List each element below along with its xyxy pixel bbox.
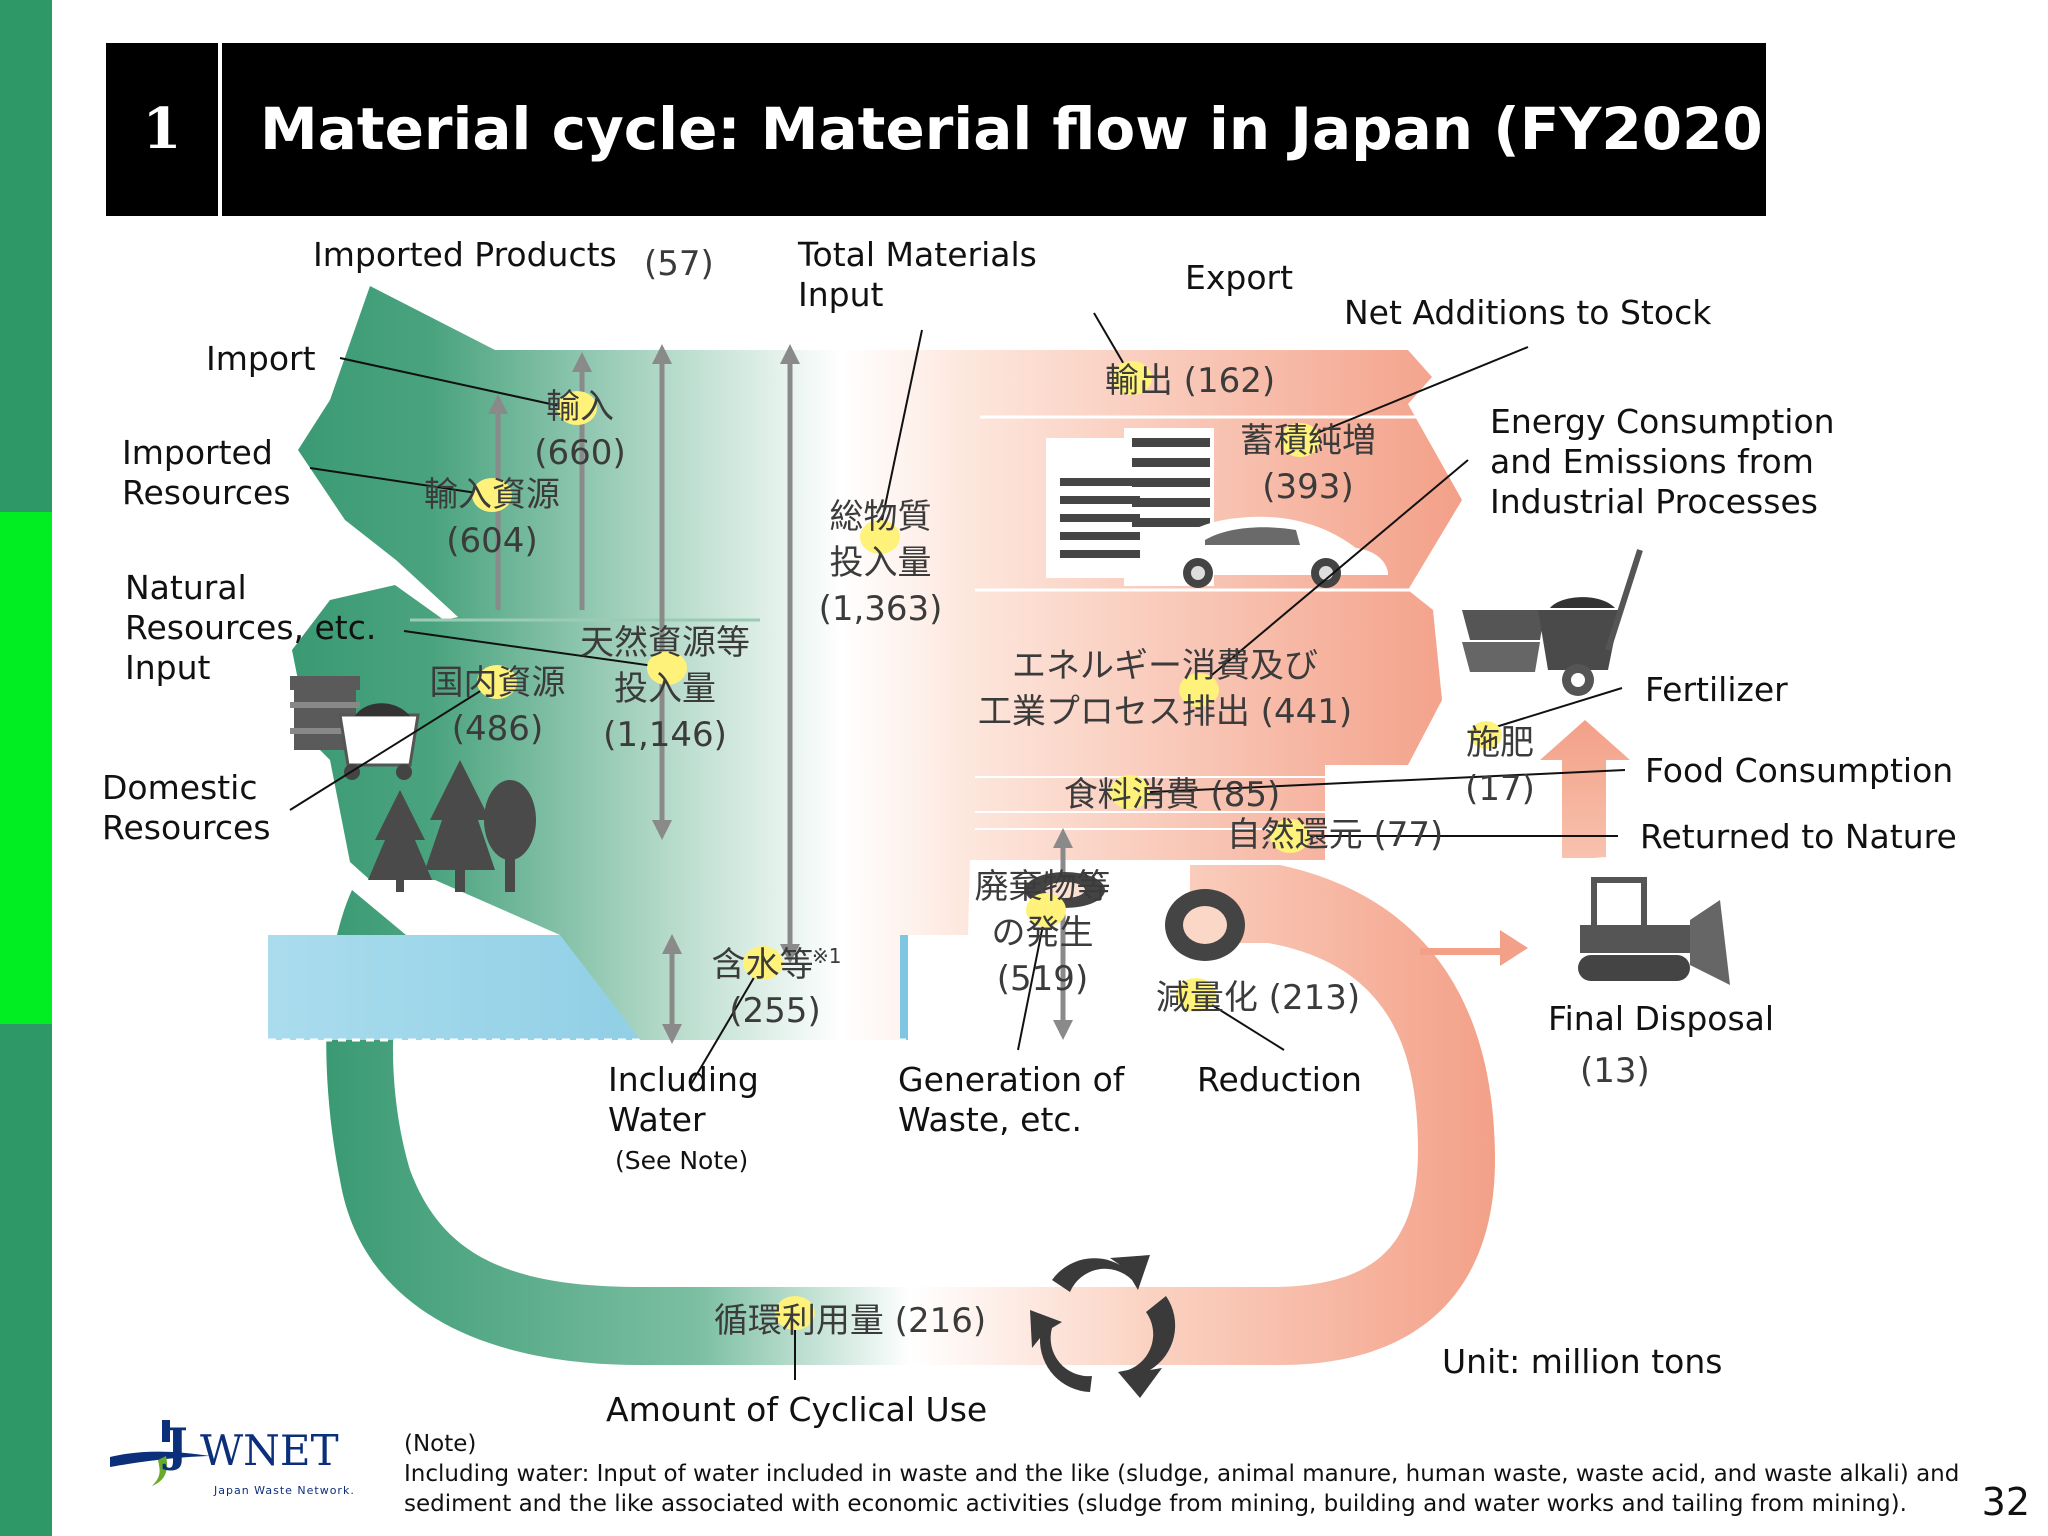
label-food-consumption: Food Consumption <box>1645 751 1954 790</box>
jp-cyclical: 循環利用量 (216) <box>713 1301 987 1341</box>
jp-food: 食料消費 (85) <box>1063 775 1281 815</box>
page-number: 32 <box>1981 1480 2030 1524</box>
jp-water-note-mark: ※1 <box>812 944 842 968</box>
logo-tagline: Japan Waste Network. <box>214 1484 355 1497</box>
recycle-icon <box>1030 1255 1176 1398</box>
highlight-markers <box>472 361 1502 1330</box>
jp-export: 輸出 (162) <box>1104 361 1276 401</box>
label-imported-products: Imported Products <box>313 235 617 274</box>
jp-nature: 自然還元 (77) <box>1226 815 1444 855</box>
jp-waste: 廃棄物等 の発生 (519) <box>974 867 1111 999</box>
jp-import: 輸入 (660) <box>534 387 626 473</box>
jp-total-input: 総物質 投入量 (1,363) <box>818 497 943 629</box>
note-line-2: sediment and the like associated with ec… <box>404 1491 1907 1517</box>
note-line-1: Including water: Input of water included… <box>404 1461 1960 1487</box>
jp-natural-input: 天然資源等 投入量 (1,146) <box>580 623 750 755</box>
label-final-disposal: Final Disposal <box>1548 999 1775 1038</box>
section-number: 1 <box>142 96 182 162</box>
label-natural-resources: Natural Resources, etc. Input <box>125 568 377 687</box>
label-energy-consumption: Energy Consumption and Emissions from In… <box>1490 402 1835 521</box>
car-icon <box>1160 516 1388 588</box>
trees-icon <box>368 760 536 892</box>
jp-water: 含水等 <box>711 945 814 985</box>
logo-brand-j: J <box>166 1418 188 1472</box>
label-import: Import <box>206 339 316 378</box>
note-heading: (Note) <box>404 1431 477 1457</box>
final-disposal-arrow <box>1420 930 1528 966</box>
label-generation-of-waste: Generation of Waste, etc. <box>898 1060 1125 1139</box>
label-export: Export <box>1185 258 1294 297</box>
label-domestic-resources: Domestic Resources <box>102 768 271 847</box>
jwnet-logo-mark <box>110 1420 210 1486</box>
wheelbarrow-icon <box>1462 549 1643 696</box>
page-title: Material cycle: Material flow in Japan (… <box>260 95 1790 163</box>
jp-water-value: (255) <box>729 991 821 1031</box>
value-final-disposal: (13) <box>1580 1051 1650 1091</box>
mining-cart-icon <box>290 676 420 780</box>
jp-fertilizer: 施肥 (17) <box>1465 723 1535 809</box>
label-fertilizer: Fertilizer <box>1645 670 1788 709</box>
cyclical-use-loop <box>326 865 1495 1365</box>
sidebar-highlight <box>0 512 52 1024</box>
fertilizer-arrow <box>1440 720 1630 858</box>
label-returned-to-nature: Returned to Nature <box>1640 817 1957 856</box>
header-bar <box>106 43 1766 216</box>
value-imported-products: (57) <box>644 244 714 284</box>
jp-imported-resources: 輸入資源 (604) <box>424 475 560 561</box>
label-reduction: Reduction <box>1197 1060 1362 1099</box>
label-including-water: Including Water <box>608 1060 759 1139</box>
label-imported-resources: Imported Resources <box>122 433 291 512</box>
header-divider <box>218 43 222 216</box>
label-net-additions: Net Additions to Stock <box>1344 293 1712 332</box>
jp-stock: 蓄積純増 (393) <box>1240 421 1376 507</box>
jp-domestic: 国内資源 (486) <box>429 663 566 749</box>
bulldozer-icon <box>1578 877 1730 985</box>
label-total-materials-input: Total Materials Input <box>798 235 1037 314</box>
jp-reduction: 減量化 (213) <box>1155 978 1361 1018</box>
jp-energy: エネルギー消費及び 工業プロセス排出 (441) <box>977 646 1353 732</box>
label-amount-cyclical-use: Amount of Cyclical Use <box>606 1390 988 1429</box>
label-unit: Unit: million tons <box>1442 1342 1723 1381</box>
label-see-note: (See Note) <box>615 1146 749 1175</box>
logo-brand-wnet: WNET <box>200 1426 339 1475</box>
